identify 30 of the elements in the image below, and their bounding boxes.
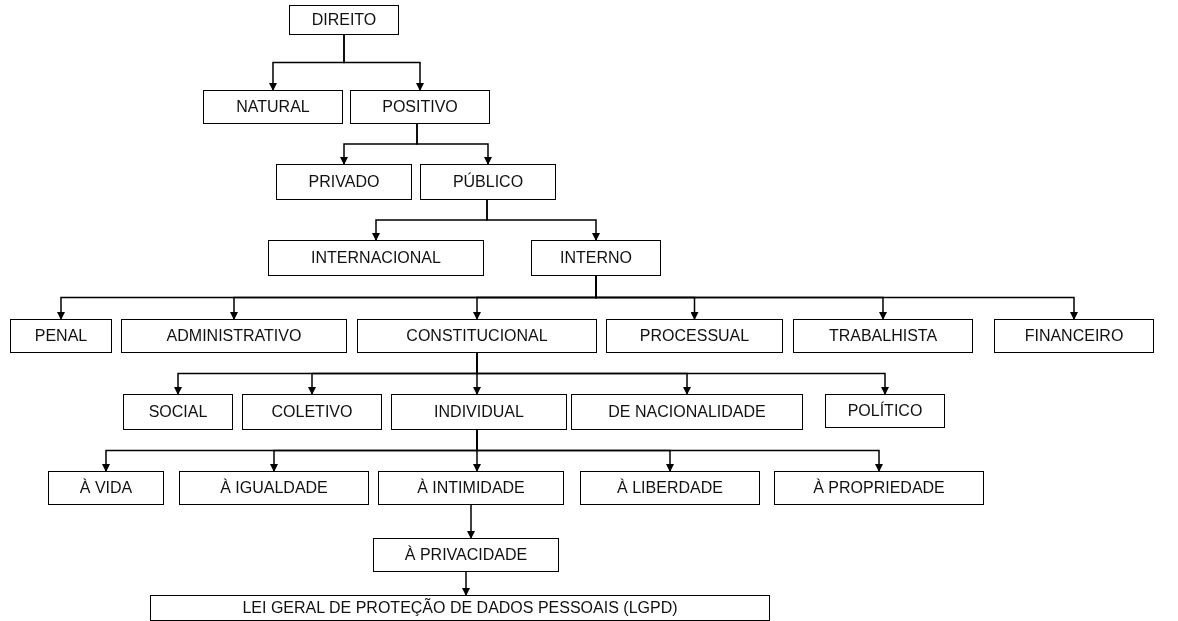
category-box: POSITIVO: [350, 90, 490, 124]
arrow: [462, 571, 470, 596]
category-box: DE NACIONALIDADE: [571, 394, 803, 430]
category-box: FINANCEIRO: [994, 319, 1154, 353]
category-box: INTERNACIONAL: [268, 240, 484, 276]
category-box: À PRIVACIDADE: [373, 538, 559, 572]
category-box: SOCIAL: [123, 394, 233, 430]
category-box: NATURAL: [203, 90, 343, 124]
category-box: DIREITO: [289, 5, 399, 35]
category-box: ADMINISTRATIVO: [121, 319, 347, 353]
category-box: POLÍTICO: [825, 394, 945, 428]
category-box: PENAL: [10, 319, 112, 353]
arrow: [343, 34, 424, 91]
category-box: COLETIVO: [242, 394, 382, 430]
category-box: À PROPRIEDADE: [774, 471, 984, 505]
category-box: PRIVADO: [276, 164, 412, 200]
arrow: [467, 504, 475, 539]
category-box: INTERNO: [531, 240, 661, 276]
category-box: À LIBERDADE: [580, 471, 760, 505]
category-box: INDIVIDUAL: [391, 394, 567, 430]
category-box: PROCESSUAL: [606, 319, 783, 353]
category-box: À VIDA: [48, 471, 164, 505]
category-box: LEI GERAL DE PROTEÇÃO DE DADOS PESSOAIS (LGPD): [150, 595, 770, 621]
category-box: À IGUALDADE: [179, 471, 369, 505]
category-box: PÚBLICO: [420, 164, 556, 200]
category-box: TRABALHISTA: [793, 319, 973, 353]
arrow: [486, 199, 600, 241]
category-box: CONSTITUCIONAL: [357, 319, 597, 353]
arrow: [416, 123, 492, 165]
category-box: À INTIMIDADE: [378, 471, 564, 505]
